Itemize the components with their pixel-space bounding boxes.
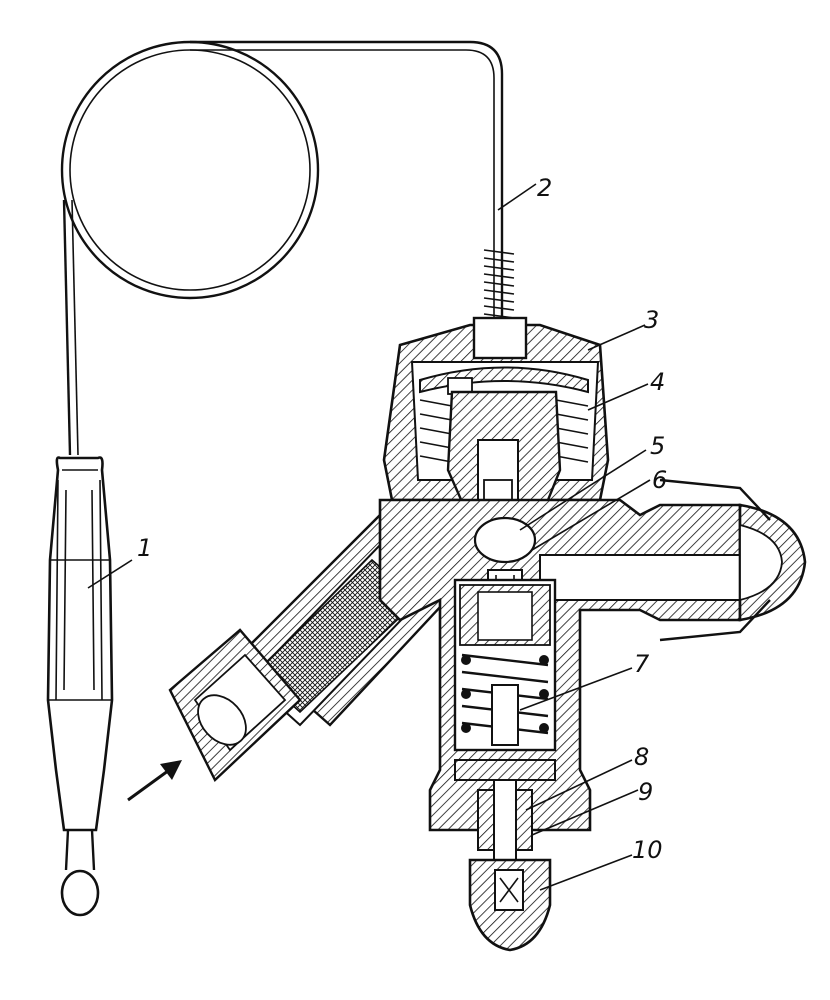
part-label-6: 6 xyxy=(652,466,667,494)
part-label-9: 9 xyxy=(638,778,653,806)
part-label-7: 7 xyxy=(634,650,650,678)
part-label-10: 10 xyxy=(632,836,663,864)
part-label-1: 1 xyxy=(137,534,152,562)
valve-body xyxy=(378,478,807,832)
thermal-bulb xyxy=(46,456,114,917)
part-label-2: 2 xyxy=(537,174,552,202)
spring xyxy=(461,653,549,746)
capillary-threaded-fitting xyxy=(483,249,515,319)
part-label-3: 3 xyxy=(644,306,659,334)
part-labels: 1 2 3 4 5 6 7 8 9 10 xyxy=(137,174,667,864)
part-label-4: 4 xyxy=(650,368,665,396)
leader-lines xyxy=(87,183,651,891)
bottom-cap xyxy=(468,858,552,952)
capillary-tube xyxy=(60,40,504,456)
bellows xyxy=(419,399,589,463)
part-label-5: 5 xyxy=(650,432,665,460)
part-label-8: 8 xyxy=(634,743,649,771)
inlet-flow-arrow xyxy=(127,760,182,802)
adjusting-screw xyxy=(454,759,556,871)
